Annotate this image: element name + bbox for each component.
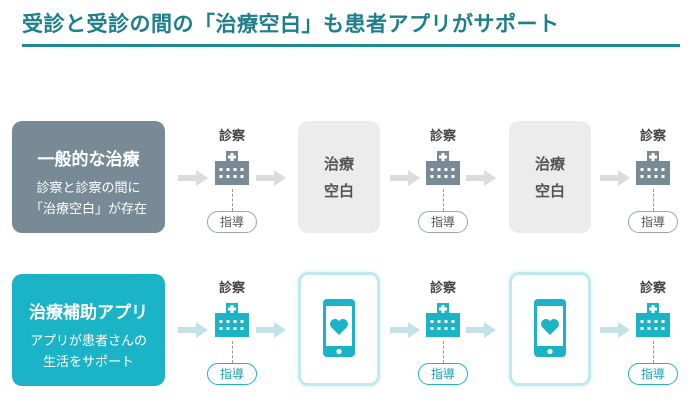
hospital-icon — [636, 151, 670, 185]
smartphone-heart-icon — [323, 299, 355, 357]
arrow-right-icon — [256, 170, 286, 186]
visit-label: 診察 — [218, 129, 245, 144]
arrow-right-icon — [466, 170, 496, 186]
arrow-right-icon — [256, 322, 286, 338]
dotted-connector — [442, 341, 444, 363]
hospital-icon — [636, 303, 670, 337]
arrow-right-icon — [178, 170, 208, 186]
arrow-right-icon — [178, 322, 208, 338]
guidance-pill: 指導 — [418, 211, 468, 233]
dotted-connector — [652, 189, 654, 211]
visit-label: 診察 — [639, 129, 666, 144]
arrow-right-icon — [466, 322, 496, 338]
visit-column: 診察指導 — [408, 277, 478, 385]
arrow-right-icon — [600, 322, 630, 338]
hospital-icon — [215, 151, 249, 185]
visit-column: 診察指導 — [618, 277, 688, 385]
smartphone-heart-icon — [534, 299, 566, 357]
hospital-icon — [215, 303, 249, 337]
gap-line1: 治療 — [534, 155, 565, 173]
title-underline — [22, 44, 680, 47]
dotted-connector — [231, 341, 233, 363]
app-treatment-box: 治療補助アプリ アプリが患者さんの生活をサポート — [12, 274, 165, 386]
guidance-pill: 指導 — [418, 363, 468, 385]
visit-label: 診察 — [429, 129, 456, 144]
hospital-icon — [426, 303, 460, 337]
treatment-gap-box: 治療空白 — [509, 121, 591, 233]
guidance-pill: 指導 — [207, 363, 257, 385]
arrow-right-icon — [390, 322, 420, 338]
visit-column: 診察指導 — [197, 277, 267, 385]
app-heading: 治療補助アプリ — [29, 303, 148, 323]
dotted-connector — [231, 189, 233, 211]
app-line2: 生活をサポート — [42, 355, 134, 370]
visit-column: 診察指導 — [197, 125, 267, 233]
visit-label: 診察 — [218, 281, 245, 296]
app-support-card — [509, 272, 591, 386]
arrow-right-icon — [600, 170, 630, 186]
visit-column: 診察指導 — [408, 125, 478, 233]
visit-column: 診察指導 — [618, 125, 688, 233]
general-treatment-box: 一般的な治療 診察と診察の間に「治療空白」が存在 — [12, 121, 165, 233]
general-heading: 一般的な治療 — [37, 150, 140, 170]
general-line1: 診察と診察の間に — [36, 181, 141, 196]
visit-label: 診察 — [639, 281, 666, 296]
gap-line1: 治療 — [323, 155, 354, 173]
arrow-right-icon — [390, 170, 420, 186]
dotted-connector — [442, 189, 444, 211]
visit-label: 診察 — [429, 281, 456, 296]
general-line2: 「治療空白」が存在 — [29, 202, 147, 217]
gap-line2: 空白 — [534, 182, 565, 200]
gap-line2: 空白 — [323, 182, 354, 200]
dotted-connector — [652, 341, 654, 363]
guidance-pill: 指導 — [628, 211, 678, 233]
app-support-card — [298, 272, 380, 386]
treatment-gap-box: 治療空白 — [298, 121, 380, 233]
app-line1: アプリが患者さんの — [29, 334, 147, 349]
guidance-pill: 指導 — [207, 211, 257, 233]
guidance-pill: 指導 — [628, 363, 678, 385]
hospital-icon — [426, 151, 460, 185]
page-title: 受診と受診の間の「治療空白」も患者アプリがサポート — [22, 12, 560, 36]
